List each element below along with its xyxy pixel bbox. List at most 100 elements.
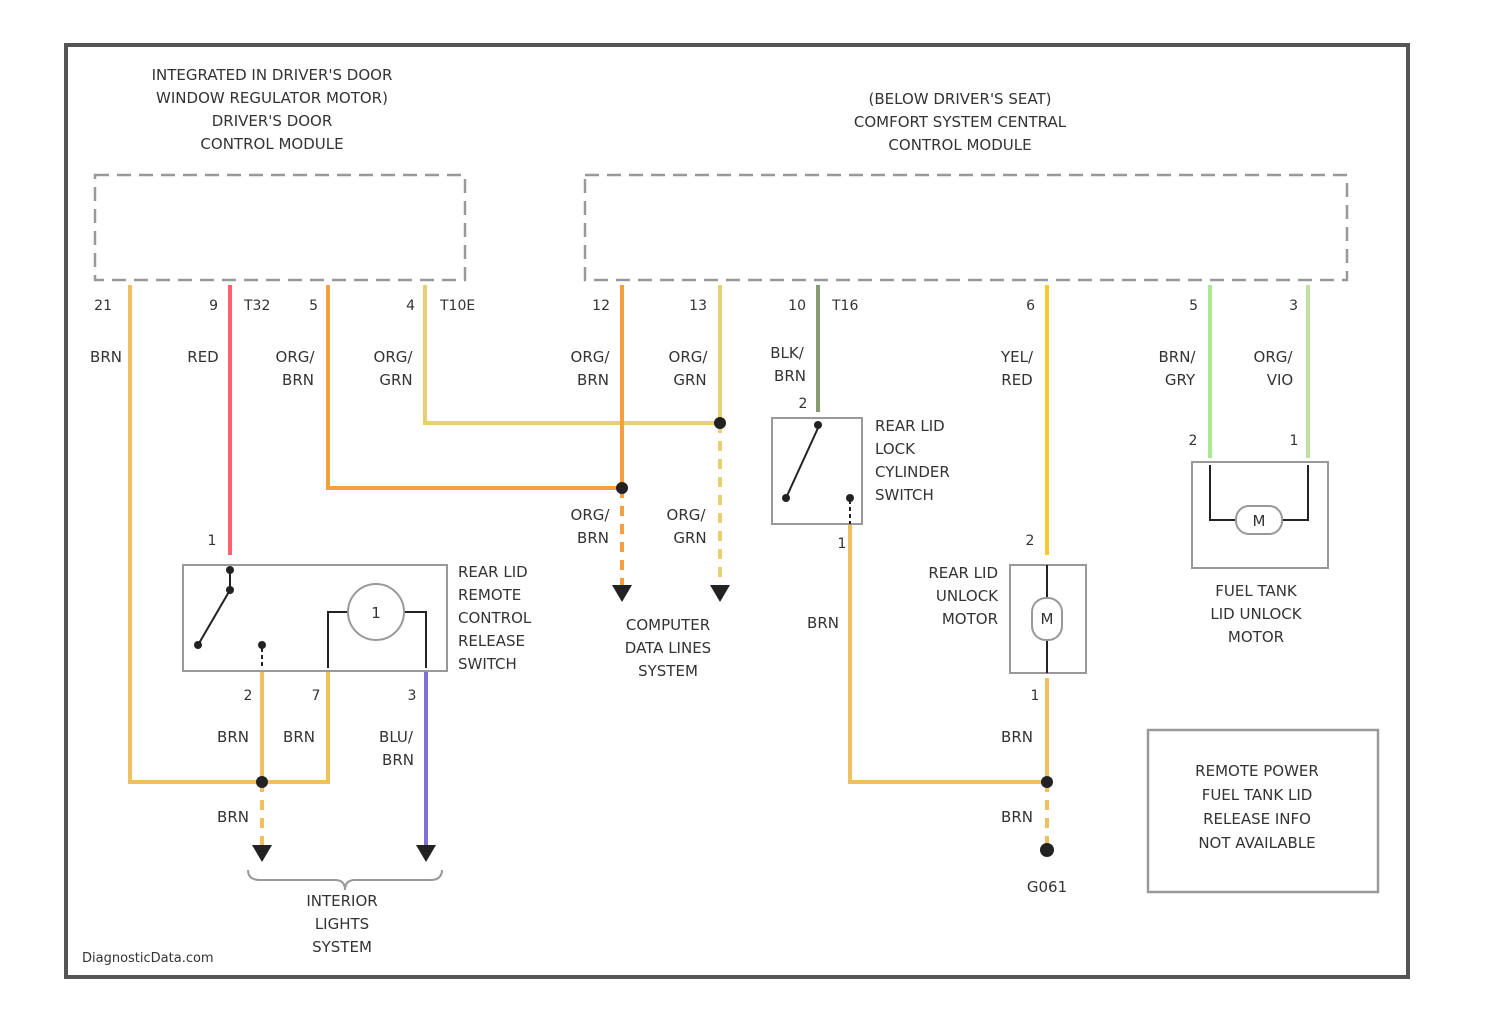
wire-brn-release-7 xyxy=(262,665,328,782)
wire-label-blu-brn-1: BLU/ xyxy=(379,728,414,746)
note-line-4: NOT AVAILABLE xyxy=(1198,834,1315,852)
wire-label-org-brn-12-1: ORG/ xyxy=(571,348,611,366)
left-module-title-3: DRIVER'S DOOR xyxy=(212,112,333,130)
left-pin-5: 5 xyxy=(309,298,318,314)
right-pin-13: 13 xyxy=(689,298,707,314)
release-lamp-symbol: 1 xyxy=(371,604,381,622)
left-control-module-box xyxy=(95,175,465,280)
splice-dot xyxy=(714,417,726,429)
wire-label-brn-interior: BRN xyxy=(217,808,249,826)
release-switch-end xyxy=(194,641,202,649)
wire-label-blk-brn-2: BRN xyxy=(774,367,806,385)
note-line-3: RELEASE INFO xyxy=(1203,810,1311,828)
unlock-pin-1: 1 xyxy=(1031,688,1040,704)
wire-label-brn-unlock: BRN xyxy=(1001,728,1033,746)
wire-label-brn-release-7: BRN xyxy=(283,728,315,746)
right-pin-10: 10 xyxy=(788,298,806,314)
right-pin-6: 6 xyxy=(1026,298,1035,314)
release-switch-box xyxy=(183,565,447,671)
right-pin-t16: T16 xyxy=(831,298,858,314)
wire-label-org-brn-2: BRN xyxy=(282,371,314,389)
release-switch-label-5: SWITCH xyxy=(458,655,517,673)
interior-lights-label-3: SYSTEM xyxy=(312,938,372,956)
wire-label-blu-brn-2: BRN xyxy=(382,751,414,769)
arrow-data-lines-1 xyxy=(612,585,632,602)
release-switch-contact xyxy=(258,641,266,649)
wire-label-brn-ground: BRN xyxy=(1001,808,1033,826)
wire-label-org-vio-2: VIO xyxy=(1267,371,1294,389)
data-lines-label-3: SYSTEM xyxy=(638,662,698,680)
lock-cylinder-label-1: REAR LID xyxy=(875,417,945,435)
interior-lights-brace xyxy=(248,870,442,890)
wire-label-org-grn-data-1: ORG/ xyxy=(667,506,707,524)
release-pin-1: 1 xyxy=(208,533,217,549)
left-pin-t10e: T10E xyxy=(439,298,475,314)
fuel-motor-symbol: M xyxy=(1253,512,1266,530)
left-pin-21: 21 xyxy=(94,298,112,314)
wire-label-yel-red-2: RED xyxy=(1001,371,1032,389)
note-line-1: REMOTE POWER xyxy=(1195,762,1319,780)
splice-dot xyxy=(616,482,628,494)
fuel-motor-label-2: LID UNLOCK xyxy=(1210,605,1302,623)
wire-label-org-grn-1: ORG/ xyxy=(374,348,414,366)
right-pin-5: 5 xyxy=(1189,298,1198,314)
ground-label: G061 xyxy=(1027,878,1067,896)
release-switch-label-4: RELEASE xyxy=(458,632,525,650)
fuel-motor-label-1: FUEL TANK xyxy=(1215,582,1298,600)
release-switch-label-1: REAR LID xyxy=(458,563,528,581)
wire-label-brn-gry-2: GRY xyxy=(1165,371,1196,389)
arrow-interior-2 xyxy=(416,845,436,862)
wire-label-org-vio-1: ORG/ xyxy=(1254,348,1294,366)
wire-label-org-brn-1: ORG/ xyxy=(276,348,316,366)
left-module-title-2: WINDOW REGULATOR MOTOR) xyxy=(156,89,388,107)
lock-cylinder-label-2: LOCK xyxy=(875,440,916,458)
wire-label-brn-gry-1: BRN/ xyxy=(1159,348,1197,366)
wire-label-brn: BRN xyxy=(90,348,122,366)
wire-label-brn-lock: BRN xyxy=(807,614,839,632)
lock-pin-1: 1 xyxy=(838,536,847,552)
lock-switch-terminal xyxy=(814,421,822,429)
release-pin-7: 7 xyxy=(312,688,321,704)
splice-dot xyxy=(256,776,268,788)
interior-lights-label-2: LIGHTS xyxy=(315,915,369,933)
left-pin-9: 9 xyxy=(209,298,218,314)
release-switch-label-2: REMOTE xyxy=(458,586,521,604)
fuel-pin-1: 1 xyxy=(1290,433,1299,449)
wire-label-org-grn-13-1: ORG/ xyxy=(669,348,709,366)
left-pin-t32: T32 xyxy=(243,298,270,314)
unlock-motor-symbol: M xyxy=(1041,610,1054,628)
wire-label-brn-release-2: BRN xyxy=(217,728,249,746)
right-pin-3: 3 xyxy=(1289,298,1298,314)
lock-cylinder-switch-box xyxy=(772,418,862,524)
left-pin-4: 4 xyxy=(406,298,415,314)
unlock-motor-label-2: UNLOCK xyxy=(936,587,999,605)
footer-credit: DiagnosticData.com xyxy=(82,951,214,966)
right-module-title-3: CONTROL MODULE xyxy=(888,136,1031,154)
lock-switch-pivot xyxy=(782,494,790,502)
right-pin-12: 12 xyxy=(592,298,610,314)
release-pin-2: 2 xyxy=(244,688,253,704)
left-module-title-4: CONTROL MODULE xyxy=(200,135,343,153)
wire-label-org-grn-2: GRN xyxy=(379,371,412,389)
arrow-data-lines-2 xyxy=(710,585,730,602)
unlock-motor-label-1: REAR LID xyxy=(928,564,998,582)
wire-label-red: RED xyxy=(187,348,218,366)
interior-lights-label-1: INTERIOR xyxy=(306,892,377,910)
fuel-motor-label-3: MOTOR xyxy=(1228,628,1284,646)
right-module-title-1: (BELOW DRIVER'S SEAT) xyxy=(869,90,1052,108)
wire-label-blk-brn-1: BLK/ xyxy=(770,344,804,362)
lock-cylinder-label-3: CYLINDER xyxy=(875,463,950,481)
wire-label-org-brn-12-2: BRN xyxy=(577,371,609,389)
ground-g061-icon xyxy=(1040,843,1054,857)
wire-label-org-grn-13-2: GRN xyxy=(673,371,706,389)
wire-label-org-brn-data-1: ORG/ xyxy=(571,506,611,524)
right-module-title-2: COMFORT SYSTEM CENTRAL xyxy=(854,113,1067,131)
lock-cylinder-label-4: SWITCH xyxy=(875,486,934,504)
right-control-module-box xyxy=(585,175,1347,280)
fuel-pin-2: 2 xyxy=(1189,433,1198,449)
wire-label-yel-red-1: YEL/ xyxy=(1000,348,1034,366)
unlock-motor-label-3: MOTOR xyxy=(942,610,998,628)
splice-dot xyxy=(1041,776,1053,788)
wire-label-org-brn-data-2: BRN xyxy=(577,529,609,547)
